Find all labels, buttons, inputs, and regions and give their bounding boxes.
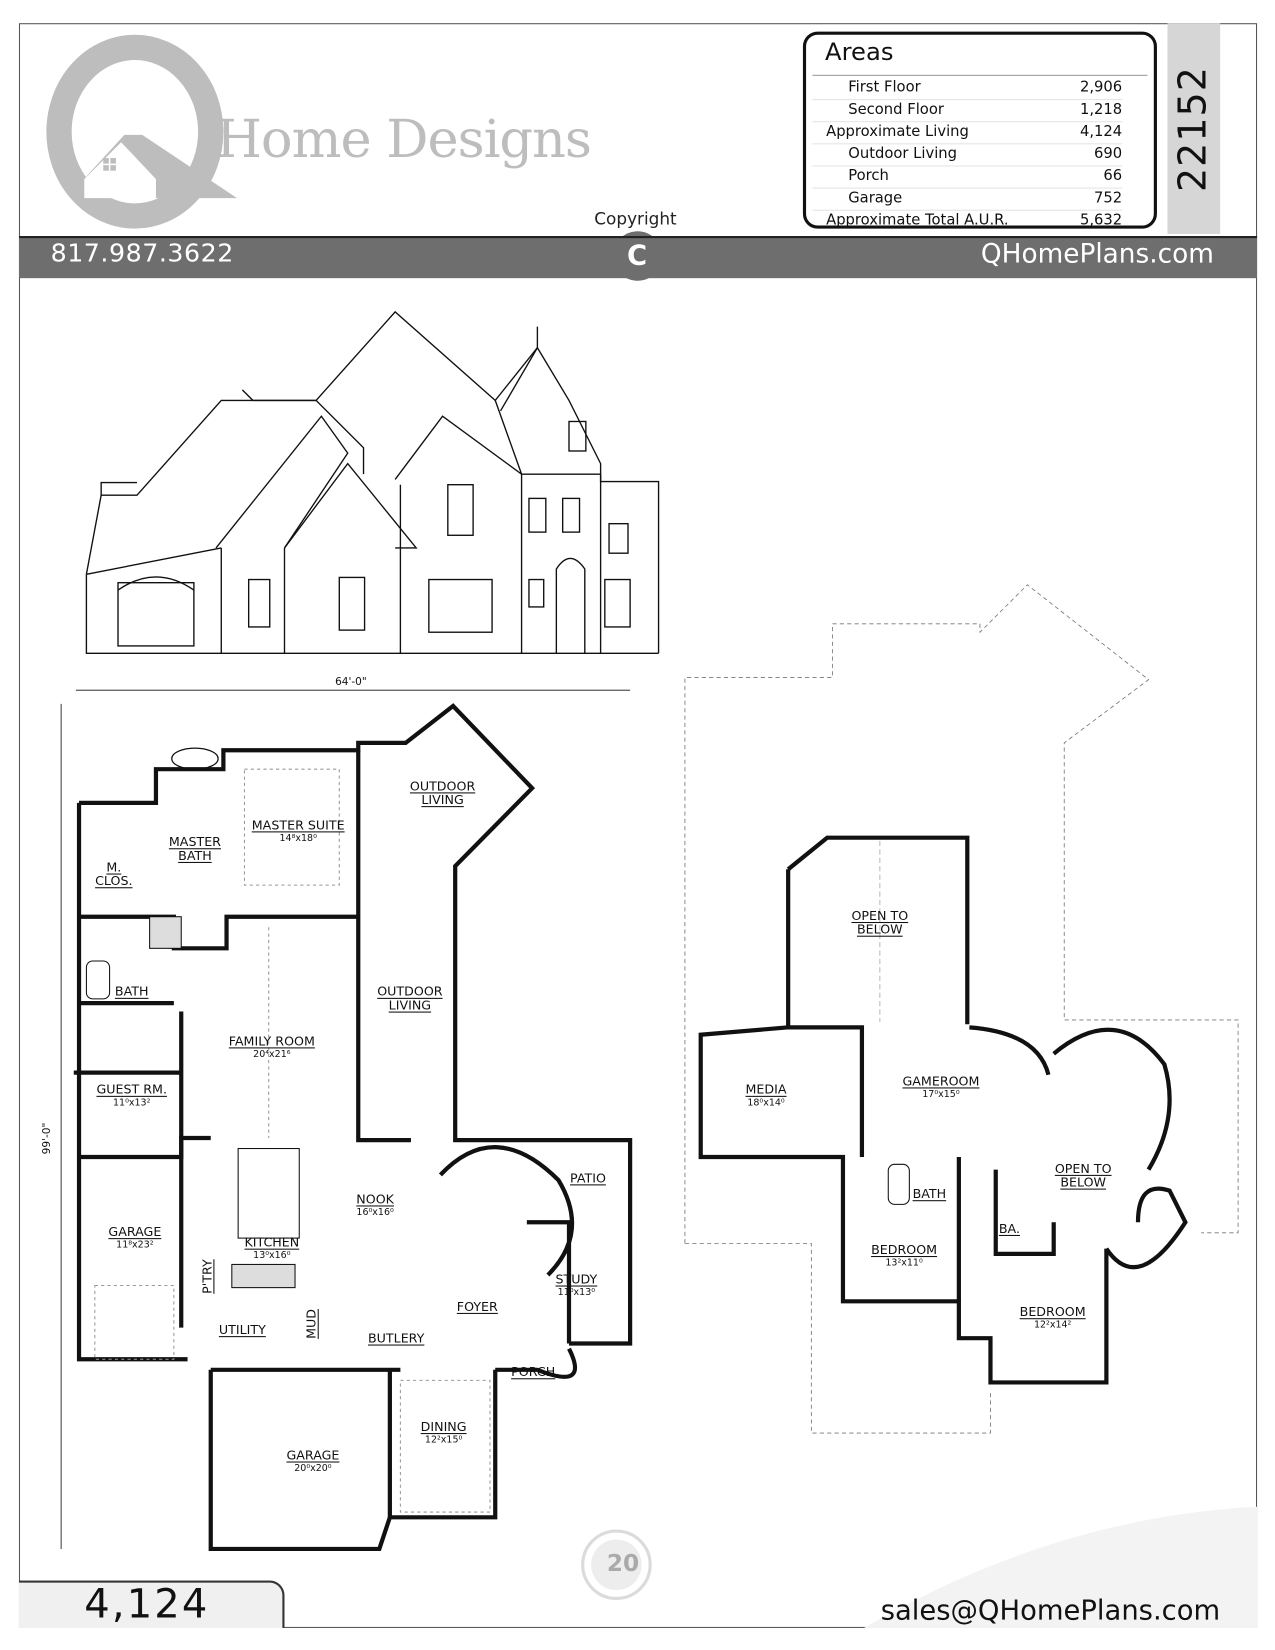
total-sqft: 4,124 bbox=[84, 1580, 210, 1627]
area-value: 66 bbox=[1103, 167, 1123, 185]
depth-dimension: 99'-0" bbox=[41, 1122, 54, 1155]
contact-bar bbox=[18, 236, 1258, 279]
areas-title: Areas bbox=[825, 38, 894, 67]
area-row: Outdoor Living 690 bbox=[812, 143, 1123, 167]
plan-number: 22152 bbox=[1167, 23, 1220, 234]
area-value: 5,632 bbox=[1079, 211, 1123, 229]
room-label: P'TRY bbox=[199, 1259, 215, 1294]
room-label: OPEN TO BELOW bbox=[851, 908, 909, 937]
room-label: OUTDOOR LIVING bbox=[377, 984, 443, 1013]
room-label: UTILITY bbox=[218, 1322, 266, 1338]
website-link[interactable]: QHomePlans.com bbox=[980, 238, 1214, 269]
area-label: Outdoor Living bbox=[848, 145, 958, 163]
area-row: First Floor 2,906 bbox=[812, 77, 1123, 101]
first-floor-plan bbox=[60, 689, 633, 1552]
room-label: BATH bbox=[114, 984, 149, 999]
page-frame bbox=[18, 23, 1258, 1628]
area-label: Approximate Total A.U.R. bbox=[826, 211, 1009, 229]
area-value: 752 bbox=[1094, 189, 1123, 207]
area-value: 1,218 bbox=[1079, 101, 1123, 119]
plan-number-tab bbox=[1167, 23, 1221, 234]
room-label: OUTDOOR LIVING bbox=[409, 778, 476, 808]
q-logo bbox=[46, 34, 238, 229]
area-label: Approximate Living bbox=[826, 123, 969, 141]
room-label: M. CLOS. bbox=[95, 859, 133, 889]
room-label: OPEN TO BELOW bbox=[1054, 1161, 1112, 1190]
copyright-symbol: C bbox=[626, 240, 648, 272]
copyright-label: Copyright bbox=[594, 208, 677, 229]
room-label: FOYER bbox=[456, 1299, 498, 1314]
room-label: MUD bbox=[303, 1309, 319, 1339]
areas-table: Areas First Floor 2,906 Second Floor 1,218… bbox=[802, 31, 1157, 232]
area-row: Approximate Living 4,124 bbox=[812, 121, 1123, 145]
phone-number[interactable]: 817.987.3622 bbox=[50, 238, 234, 268]
area-row: Porch 66 bbox=[812, 165, 1123, 189]
second-floor-plan bbox=[684, 584, 1239, 1434]
watermark-swoosh bbox=[864, 1506, 1258, 1628]
email-link[interactable]: sales@QHomePlans.com bbox=[880, 1595, 1221, 1627]
area-value: 4,124 bbox=[1079, 123, 1123, 141]
area-row: Garage 752 bbox=[812, 188, 1123, 211]
area-row: Approximate Total A.U.R. 5,632 bbox=[812, 210, 1122, 232]
area-value: 690 bbox=[1094, 145, 1123, 163]
area-row: Second Floor 1,218 bbox=[812, 99, 1123, 123]
area-label: Garage bbox=[848, 189, 903, 207]
brand-name: Home Designs bbox=[216, 108, 592, 170]
area-label: Porch bbox=[848, 167, 889, 185]
width-dimension: 64'-0" bbox=[335, 676, 367, 689]
room-label: BUTLERY bbox=[367, 1330, 425, 1346]
room-label: PORCH bbox=[511, 1364, 556, 1380]
room-label: GUEST RM.11⁰x13² bbox=[96, 1082, 167, 1109]
front-elevation bbox=[85, 310, 660, 654]
plan-number-text: 22152 bbox=[1172, 65, 1216, 192]
area-label: Second Floor bbox=[848, 101, 944, 119]
room-label: MASTER BATH bbox=[168, 834, 221, 863]
room-label: BA. bbox=[998, 1221, 1021, 1236]
area-label: First Floor bbox=[848, 79, 921, 96]
20-year-badge bbox=[581, 1529, 652, 1601]
room-label: PATIO bbox=[570, 1170, 606, 1186]
badge-number: 20 bbox=[606, 1551, 640, 1578]
room-label: BATH bbox=[912, 1186, 947, 1202]
sqft-box bbox=[18, 1580, 285, 1628]
area-value: 2,906 bbox=[1079, 79, 1123, 96]
